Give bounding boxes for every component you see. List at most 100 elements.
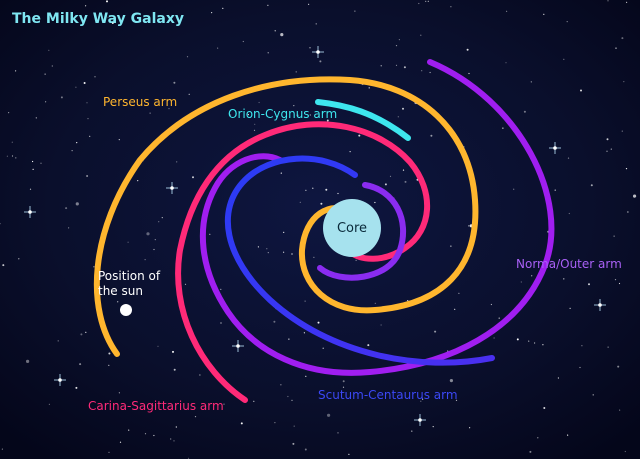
star <box>75 86 77 88</box>
star <box>144 433 147 435</box>
perseus-arm <box>93 76 479 357</box>
star <box>93 266 95 268</box>
star <box>188 93 190 95</box>
core-label: Core <box>337 221 367 236</box>
star <box>397 116 399 118</box>
star <box>217 47 219 49</box>
star <box>48 403 51 405</box>
star <box>153 434 155 437</box>
star <box>44 73 46 75</box>
star <box>292 442 295 445</box>
star <box>493 337 495 339</box>
star <box>199 374 201 376</box>
star <box>466 48 469 51</box>
star <box>543 407 546 409</box>
star <box>85 331 87 333</box>
star <box>568 212 570 215</box>
star <box>223 403 225 405</box>
page-title: The Milky Way Galaxy <box>12 11 184 27</box>
star <box>108 352 111 355</box>
star <box>273 320 276 323</box>
star <box>29 188 32 190</box>
star <box>567 157 570 159</box>
star <box>178 20 180 23</box>
star <box>211 12 213 14</box>
star <box>313 256 315 258</box>
star <box>267 252 269 254</box>
star <box>607 346 609 348</box>
star <box>186 56 189 58</box>
star <box>563 278 565 280</box>
star <box>128 429 130 431</box>
star <box>107 16 109 18</box>
star <box>432 426 434 428</box>
star <box>607 0 609 2</box>
star <box>349 151 351 153</box>
star <box>117 301 119 303</box>
star <box>173 368 176 371</box>
sparkle-star-core <box>58 378 62 382</box>
star <box>411 430 413 432</box>
star <box>569 307 571 309</box>
star <box>48 49 50 51</box>
star <box>293 425 295 427</box>
star <box>71 150 73 152</box>
star <box>327 413 331 417</box>
star <box>108 364 110 366</box>
star <box>118 139 120 141</box>
star <box>354 10 356 12</box>
star <box>581 345 583 347</box>
star <box>402 169 405 171</box>
star <box>11 141 13 143</box>
star <box>528 340 530 342</box>
star <box>291 399 293 401</box>
star <box>623 81 625 83</box>
star <box>18 258 20 260</box>
star <box>566 21 568 23</box>
star <box>1 448 3 450</box>
star <box>520 281 522 283</box>
star <box>68 227 70 229</box>
star <box>15 157 17 159</box>
star <box>315 23 317 25</box>
star <box>403 66 406 69</box>
star <box>308 3 310 5</box>
orion-cygnus-arm-label: Orion-Cygnus arm <box>228 107 337 121</box>
star <box>342 386 345 388</box>
star <box>267 52 269 54</box>
star <box>168 108 170 110</box>
star <box>542 344 544 346</box>
star <box>11 155 14 157</box>
star <box>588 283 590 286</box>
star <box>557 377 560 379</box>
star <box>152 405 154 407</box>
star <box>111 22 114 24</box>
star <box>144 259 146 261</box>
star <box>615 47 617 49</box>
star <box>266 248 268 250</box>
star <box>75 386 78 389</box>
star <box>76 142 78 144</box>
star <box>348 453 350 455</box>
sparkle-star-core <box>236 344 240 348</box>
star <box>280 33 284 37</box>
perseus-arm-label: Perseus arm <box>103 95 177 109</box>
star <box>253 400 255 402</box>
star <box>253 129 256 131</box>
star <box>325 188 328 191</box>
star <box>447 350 449 352</box>
star <box>458 292 460 294</box>
star <box>31 160 34 163</box>
star <box>296 114 299 117</box>
star <box>580 89 582 92</box>
sparkle-star-core <box>28 210 32 214</box>
star <box>108 451 110 453</box>
star <box>592 394 594 396</box>
star <box>222 7 224 9</box>
star <box>194 416 197 418</box>
star <box>89 135 91 137</box>
star <box>94 76 96 78</box>
star <box>571 260 573 262</box>
star <box>293 105 295 107</box>
